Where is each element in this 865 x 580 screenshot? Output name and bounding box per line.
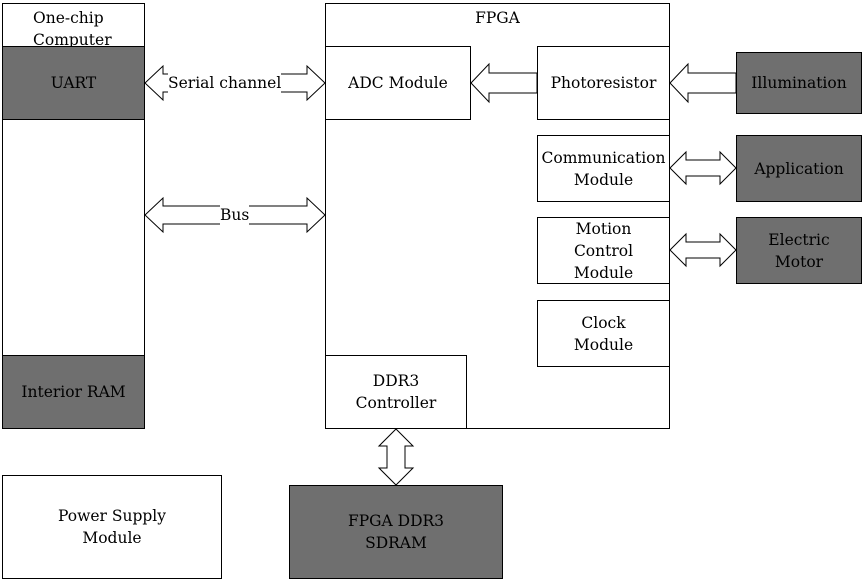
application-block: Application — [736, 135, 862, 202]
clock-module-block: Clock Module — [537, 300, 670, 367]
photoresistor-to-adc-arrow — [470, 62, 538, 104]
communication-module-label: Communication Module — [541, 148, 666, 189]
ddr3-sdram-label: FPGA DDR3 SDRAM — [347, 512, 445, 552]
interior-ram-block: Interior RAM — [2, 355, 145, 429]
photoresistor-label: Photoresistor — [550, 74, 657, 92]
ddr3-controller-label: DDR3 Controller — [355, 372, 437, 412]
adc-module-label: ADC Module — [348, 74, 448, 92]
photoresistor-block: Photoresistor — [537, 46, 670, 120]
interior-ram-label: Interior RAM — [21, 383, 126, 401]
motion-control-module-block: Motion Control Module — [537, 217, 670, 284]
illumination-label: Illumination — [751, 74, 847, 92]
bus-label: Bus — [220, 205, 250, 225]
communication-module-block: Communication Module — [537, 135, 670, 202]
adc-module-block: ADC Module — [325, 46, 471, 120]
power-supply-module-label: Power Supply Module — [57, 507, 167, 547]
electric-motor-block: Electric Motor — [736, 217, 862, 284]
serial-channel-label: Serial channel — [168, 73, 282, 93]
ddr3-sdram-block: FPGA DDR3 SDRAM — [289, 485, 503, 579]
fpga-title: FPGA — [475, 9, 520, 27]
motion-control-module-label: Motion Control Module — [573, 219, 634, 282]
clock-module-label: Clock Module — [573, 313, 634, 354]
ddr3-controller-block: DDR3 Controller — [325, 355, 467, 429]
application-label: Application — [754, 159, 844, 178]
illumination-to-photoresistor-arrow — [669, 62, 737, 104]
motion-motor-arrow — [669, 232, 737, 268]
communication-application-arrow — [669, 150, 737, 186]
illumination-block: Illumination — [736, 52, 862, 114]
uart-label: UART — [50, 74, 97, 92]
power-supply-module-block: Power Supply Module — [2, 475, 222, 579]
electric-motor-label: Electric Motor — [768, 230, 830, 271]
ddr3-controller-sdram-arrow — [377, 428, 415, 486]
one-chip-computer-title: One-chip Computer — [33, 9, 112, 49]
